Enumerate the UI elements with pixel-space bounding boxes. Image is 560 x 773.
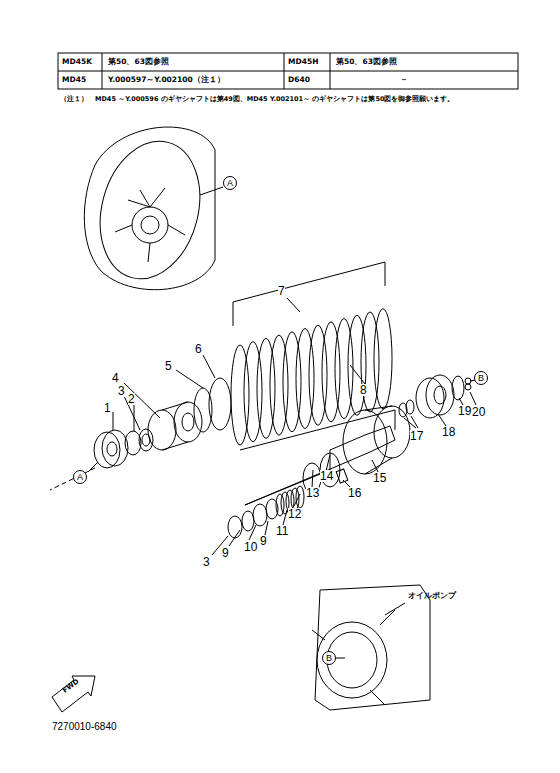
callout-number: 17: [410, 430, 423, 442]
reference-circle: A: [73, 470, 87, 484]
callout-number: 20: [472, 406, 485, 418]
callout-number: 19: [458, 405, 471, 417]
callout-number: 5: [165, 360, 172, 372]
reference-letter: B: [326, 653, 332, 663]
reference-letter: B: [478, 373, 484, 383]
callout-number: 9: [260, 535, 267, 547]
note: （注１） MD45 ～Y.000596 のギヤシャフトは第49図、MD45 Y.…: [60, 96, 454, 103]
table-cell: 第50、63図参照: [108, 58, 169, 66]
callout-number: 14: [320, 470, 333, 482]
table-cell: D640: [288, 76, 310, 84]
drawing-number: 7270010-6840: [52, 722, 117, 732]
callout-number: 16: [348, 487, 361, 499]
callout-number: 8: [360, 384, 367, 396]
callout-number: 9: [222, 547, 229, 559]
reference-circle: B: [474, 371, 488, 385]
table-cell: －: [400, 76, 408, 84]
callout-number: 2: [128, 393, 135, 405]
callout-number: 7: [278, 285, 285, 297]
callout-number: 3: [203, 556, 210, 568]
reference-circle: A: [223, 176, 237, 190]
callout-number: 10: [244, 541, 257, 553]
callout-number: 11: [276, 525, 288, 537]
reference-letter: A: [227, 178, 233, 188]
callout-number: 4: [112, 372, 119, 384]
table-cell: MD45H: [288, 58, 318, 66]
table-cell: MD45K: [62, 58, 92, 66]
callout-number: 15: [373, 472, 386, 484]
table-cell: MD45: [62, 76, 86, 84]
reference-circle: B: [322, 651, 336, 665]
callout-number: 1: [104, 402, 111, 414]
reference-letter: A: [77, 472, 83, 482]
callout-number: 18: [442, 426, 455, 438]
callout-number: 3: [118, 385, 125, 397]
table-cell: Y.000597～Y.002100（注１）: [108, 76, 225, 84]
callout-number: 12: [288, 508, 301, 520]
clutch-plate: [374, 309, 392, 409]
spring-coil: [296, 486, 304, 508]
arrow-text: FWD: [62, 678, 81, 695]
callout-number: 6: [195, 343, 202, 355]
table-cell: 第50、63図参照: [336, 58, 397, 66]
callout-number: 13: [306, 487, 319, 499]
part-name: オイルポンプ: [408, 592, 456, 600]
